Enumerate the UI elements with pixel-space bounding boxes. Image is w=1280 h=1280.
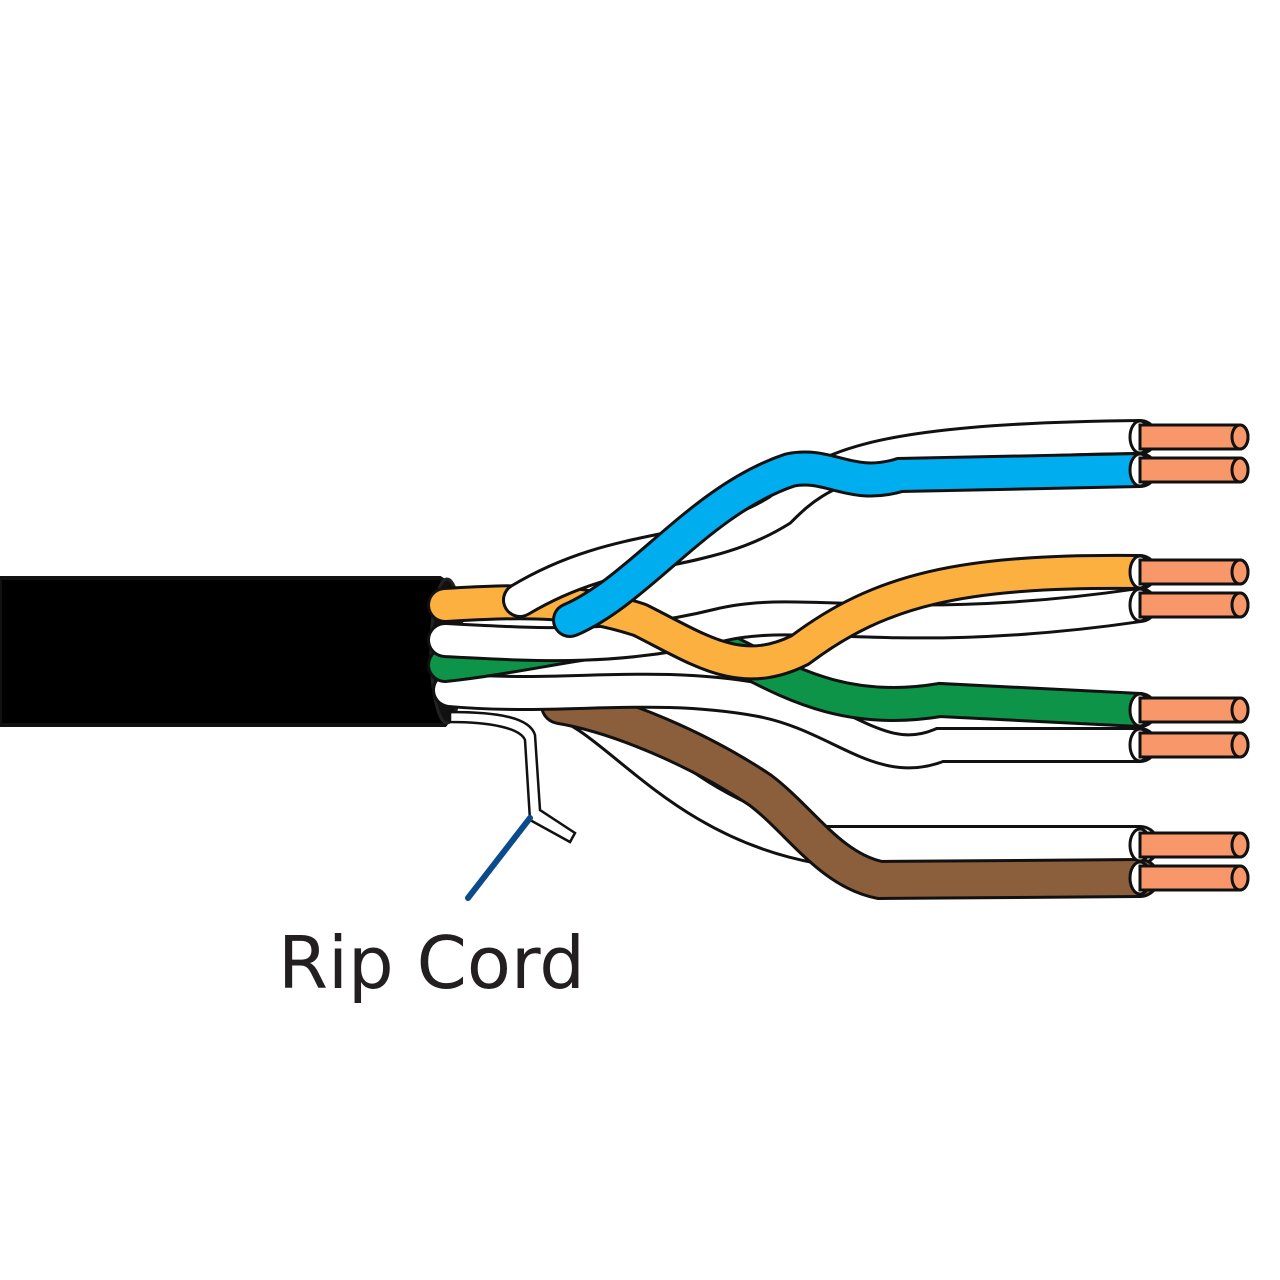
brown-pair — [540, 680, 1160, 901]
copper-conductors — [1138, 423, 1250, 892]
orange-pair — [427, 553, 1158, 681]
blue-pair — [502, 419, 1158, 638]
rip-cord-label: Rip Cord — [278, 921, 585, 1005]
callout-line — [465, 815, 533, 901]
cable-jacket — [0, 576, 465, 727]
rip-cord — [448, 710, 577, 844]
insulation-ends — [1128, 419, 1152, 896]
